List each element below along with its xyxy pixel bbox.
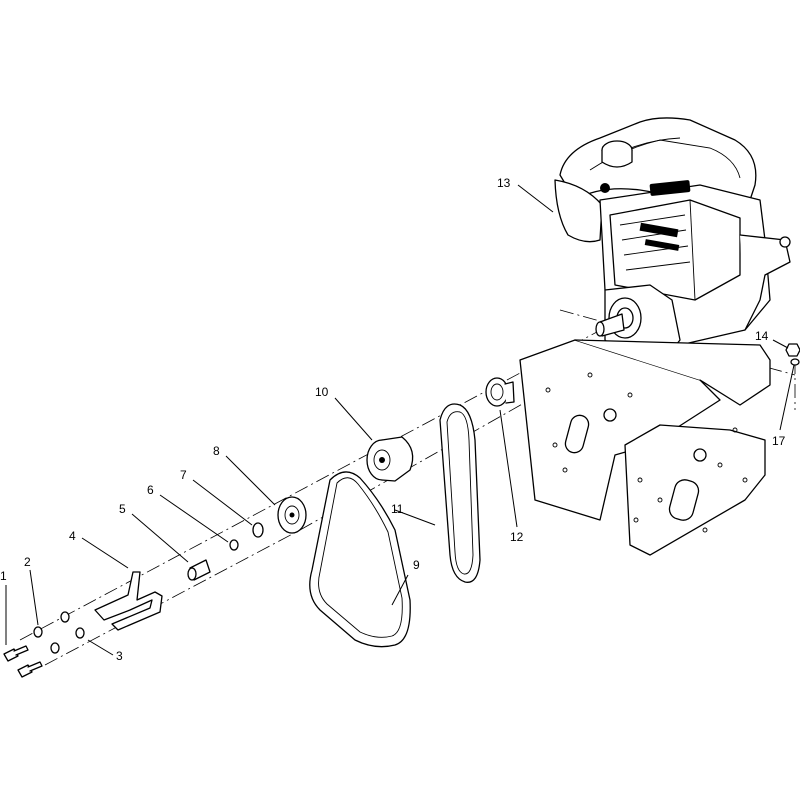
callout-9: 9 [413,558,420,572]
callout-3: 3 [116,649,123,663]
callout-10: 10 [315,385,329,399]
pulley-8 [277,496,307,534]
callout-13: 13 [497,176,511,190]
callout-12: 12 [510,530,524,544]
callout-14: 14 [755,329,769,343]
bracket-4 [94,571,163,631]
callout-labels: 1 2 3 4 5 6 7 8 9 10 11 12 13 14 17 [0,176,786,663]
callout-5: 5 [119,502,126,516]
washer-7 [252,522,264,538]
bolt-5 [187,559,211,581]
nut-14-and-washer-17 [785,343,800,366]
washer-6 [229,539,239,551]
belt-9 [309,471,411,648]
engine-assembly [554,117,791,366]
callout-2: 2 [24,555,31,569]
callout-1: 1 [0,569,7,583]
bolts-1 [3,645,43,678]
pulley-10 [366,436,414,482]
frame-plates [519,339,771,556]
belt-11 [439,403,481,583]
callout-7: 7 [180,468,187,482]
leader-lines [5,184,795,656]
washers-2-3 [33,611,85,654]
pulley-12 [485,377,515,407]
callout-6: 6 [147,483,154,497]
callout-17: 17 [772,434,786,448]
callout-8: 8 [213,444,220,458]
callout-11: 11 [391,502,404,516]
callout-4: 4 [69,529,76,543]
